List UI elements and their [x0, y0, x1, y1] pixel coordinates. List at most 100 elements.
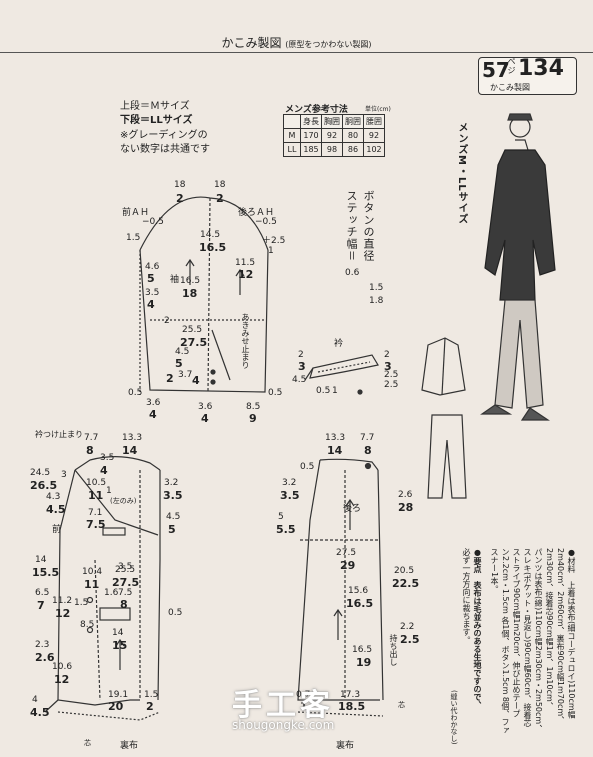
back-dim: 2.2: [400, 622, 415, 632]
front-dim: 20: [108, 700, 124, 713]
sleeve-dim: 18: [182, 287, 198, 300]
front-dim: 12: [55, 607, 71, 620]
back-ura: 裏布: [336, 741, 355, 751]
sleeve-dim: 2: [164, 316, 170, 326]
sleeve-dim: 4.5: [175, 347, 190, 357]
sleeve-back-ah: 後ろＡＨ: [238, 208, 275, 218]
collar-dim: 2: [298, 350, 304, 360]
sleeve-dim: 4: [149, 408, 157, 421]
materials-line: 2m40cm、2m60cm、裏布90cm幅1m70cm、: [556, 548, 565, 725]
materials-line: 2m30cm、接着芯90cm幅1m、1m10cm、: [545, 548, 554, 710]
materials-line: スレキ(ポケット・見返し)90cm幅60cm、接着芯: [523, 548, 532, 727]
sleeve-dim: 2: [216, 192, 224, 205]
front-name: 前: [52, 525, 62, 535]
sleeve-dim: 4: [201, 412, 209, 425]
sleeve-dim: 0.5: [268, 388, 283, 398]
front-dim: 4: [32, 695, 38, 705]
sleeve-dim: −0.5: [255, 217, 277, 227]
front-dim: 14: [35, 555, 47, 565]
front-dim: 4.3: [46, 492, 61, 502]
button-note-val2: 1.8: [369, 296, 384, 306]
back-dim: 17.3: [340, 690, 361, 700]
sleeve-dim: 25.5: [182, 325, 203, 335]
front-dim: 11.2: [52, 596, 73, 606]
mens-size-label: メンズM・LLサイズ: [456, 122, 467, 225]
front-dim: 15.5: [32, 566, 60, 579]
materials-point: 必ず一方方向に裁ちます。: [462, 548, 471, 644]
page-label-pe: ペジ: [507, 57, 516, 75]
back-dim: 27.5: [336, 548, 357, 558]
sleeve-dim: 9: [249, 412, 257, 425]
sleeve-dim: 8.5: [246, 402, 261, 412]
sleeve-dim: 3.6: [198, 402, 213, 412]
materials-line: ン2.2cm・1.5cm 各1個、ボタン1.5cm 8個、ファ: [501, 548, 510, 735]
front-dim: 14: [112, 628, 124, 638]
back-dim: 16.5: [346, 597, 374, 610]
button-note-val3: 0.6: [345, 268, 360, 278]
watermark-url: shougongke.com: [232, 718, 335, 732]
table-row: M 170 92 80 92: [283, 128, 385, 143]
watermark-logo: 手工客: [232, 688, 334, 723]
note-grading-2: ない数字は共通です: [120, 144, 210, 155]
note-grading-1: ※グレーディングの: [120, 130, 208, 141]
front-dim: 7: [37, 599, 45, 612]
page-header: かこみ製図 (原型をつかわない製図): [0, 34, 593, 51]
sleeve-dim: 16.5: [199, 241, 227, 254]
sleeve-dim: 4: [147, 298, 155, 311]
collar-dim: 2.5: [384, 380, 399, 390]
front-dim: 7.1: [88, 508, 103, 518]
sleeve-dim: 14.5: [200, 230, 221, 240]
front-dim: 5: [168, 523, 176, 536]
sleeve-front-ah: 前ＡＨ: [122, 208, 150, 218]
back-dim: 5: [278, 512, 284, 522]
sleeve-dim: 16.5: [180, 276, 201, 286]
front-dim: 11: [84, 578, 100, 591]
front-dim: 11: [88, 489, 104, 502]
front-dim: 4.5: [166, 512, 181, 522]
back-dim: 29: [340, 559, 356, 572]
front-dim: 15: [112, 639, 128, 652]
note-ll-size: 下段＝LLサイズ: [120, 115, 193, 126]
back-dim: 20.5: [394, 566, 415, 576]
front-dim: 3.5: [163, 489, 183, 502]
front-dim: 1.6: [104, 588, 119, 598]
sleeve-akimise: あきみせ止まり: [241, 313, 250, 369]
collar-dim: 2.5: [384, 370, 399, 380]
front-dim: 26.5: [30, 479, 58, 492]
materials-line: ●材料 上着は表布(細コーデュロイ)110cm幅: [567, 548, 576, 719]
sleeve-dim: 0.5: [128, 388, 143, 398]
back-dim: 2.5: [400, 633, 420, 646]
front-dim: 25.5: [115, 565, 136, 575]
materials-line: ストライプ90cm幅1m20cm、伸び止めテープ: [512, 548, 521, 718]
materials-point: ●要点 表布は毛並みのある生地ですので、: [473, 548, 482, 709]
front-dim: 4.5: [46, 503, 66, 516]
front-dim: 7.5: [118, 588, 133, 598]
page-number-a: 57: [482, 58, 510, 82]
collar-dim: 2: [384, 350, 390, 360]
front-dim: 2: [146, 700, 154, 713]
size-table: 身長 胸囲 胴囲 腰囲 M 170 92 80 92 LL 185 98 86 …: [283, 114, 385, 157]
front-dim: 8.5: [80, 620, 95, 630]
front-dim: 8: [120, 598, 128, 611]
front-dim: 24.5: [30, 468, 51, 478]
sleeve-dim: ＋2.5: [262, 236, 286, 246]
back-dim: 18.5: [338, 700, 366, 713]
materials-line: スナー1本。: [490, 548, 499, 594]
sleeve-dim: 1.5: [126, 233, 141, 243]
front-dim: 27.5: [112, 576, 140, 589]
front-dim: 3.5: [100, 453, 115, 463]
page-badge-label: かこみ製図: [490, 83, 530, 92]
sleeve-dim: 4.6: [145, 262, 160, 272]
back-dim: 15.6: [348, 586, 369, 596]
sleeve-dim: 4: [192, 374, 200, 387]
front-dim: 12: [54, 673, 70, 686]
sleeve-dim: 27.5: [180, 336, 208, 349]
back-ten: 芯: [398, 701, 405, 709]
page-badge: [478, 57, 577, 95]
front-dim: 1: [106, 486, 112, 496]
sleeve-dim: 18: [214, 180, 226, 190]
sleeve-dim: 18: [174, 180, 186, 190]
front-ura: 裏布: [120, 741, 139, 751]
front-dim: 1.5: [144, 690, 159, 700]
